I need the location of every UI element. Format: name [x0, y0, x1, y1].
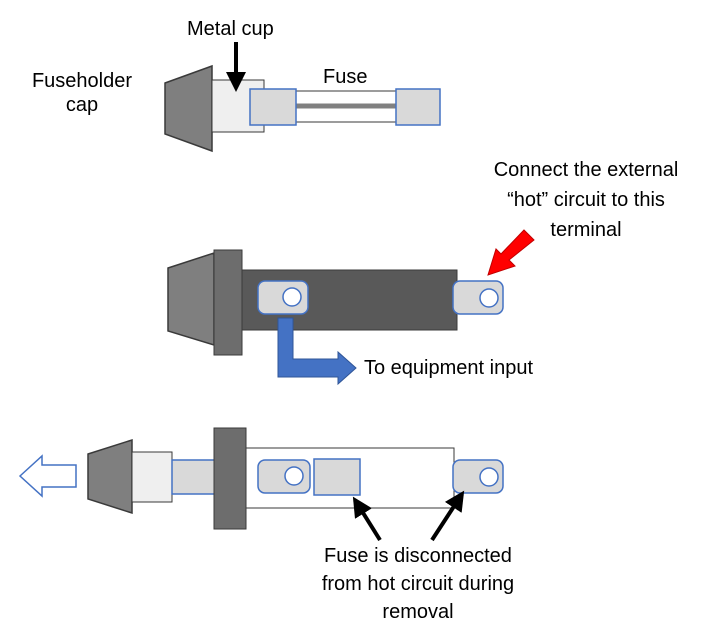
disconnect-pointer-arrow-right — [430, 490, 465, 542]
fuseholder-cap-shape-assembled — [167, 251, 215, 347]
middle-assembly — [167, 229, 535, 386]
connect-hot-label-line2: “hot” circuit to this — [507, 189, 665, 211]
equipment-terminal-hole-removed — [284, 466, 304, 486]
equipment-input-label: To equipment input — [364, 357, 534, 379]
fuse-disconnected-label: Fuse is disconnected from hot circuit du… — [298, 544, 538, 624]
fuseholder-cap-shape-removed — [87, 438, 133, 515]
fuseholder-cap-label: Fuseholder cap — [22, 69, 142, 117]
fuseholder-cap-label-line1: Fuseholder — [31, 70, 133, 92]
metal-cup-label: Metal cup — [187, 18, 274, 40]
disconnect-pointer-arrow-left — [352, 496, 382, 542]
hot-terminal-hole — [479, 288, 499, 308]
equipment-input-arrow — [277, 317, 357, 386]
fuseholder-cap-label-line2: cap — [65, 94, 99, 116]
mounting-flange-removed — [213, 427, 247, 530]
fuse-end-cap-left — [249, 88, 297, 126]
bottom-assembly — [18, 427, 504, 542]
mounting-flange — [213, 249, 243, 356]
connect-hot-label-line3: terminal — [550, 219, 622, 241]
top-assembly — [164, 42, 441, 153]
fuse-disconnected-label-line2: from hot circuit during — [321, 573, 515, 595]
connect-hot-label: Connect the external “hot” circuit to th… — [478, 158, 694, 242]
fuse-end-cap-right — [395, 88, 441, 126]
fuse-end-cap-withdrawn — [171, 459, 217, 495]
equipment-terminal-hole — [282, 287, 302, 307]
hot-terminal-hole-removed — [479, 467, 499, 487]
removal-direction-arrow — [18, 454, 77, 498]
metal-cup-removed — [131, 451, 173, 503]
fuse-label: Fuse — [323, 66, 368, 88]
fuse-disconnected-label-line3: removal — [382, 601, 454, 623]
fuseholder-cap-shape — [164, 64, 213, 153]
hot-circuit-arrow — [487, 229, 535, 276]
fuse-disconnected-label-line1: Fuse is disconnected — [324, 545, 512, 567]
connect-hot-label-line1: Connect the external — [493, 159, 679, 181]
fuse-end-cap-inner — [313, 458, 361, 496]
